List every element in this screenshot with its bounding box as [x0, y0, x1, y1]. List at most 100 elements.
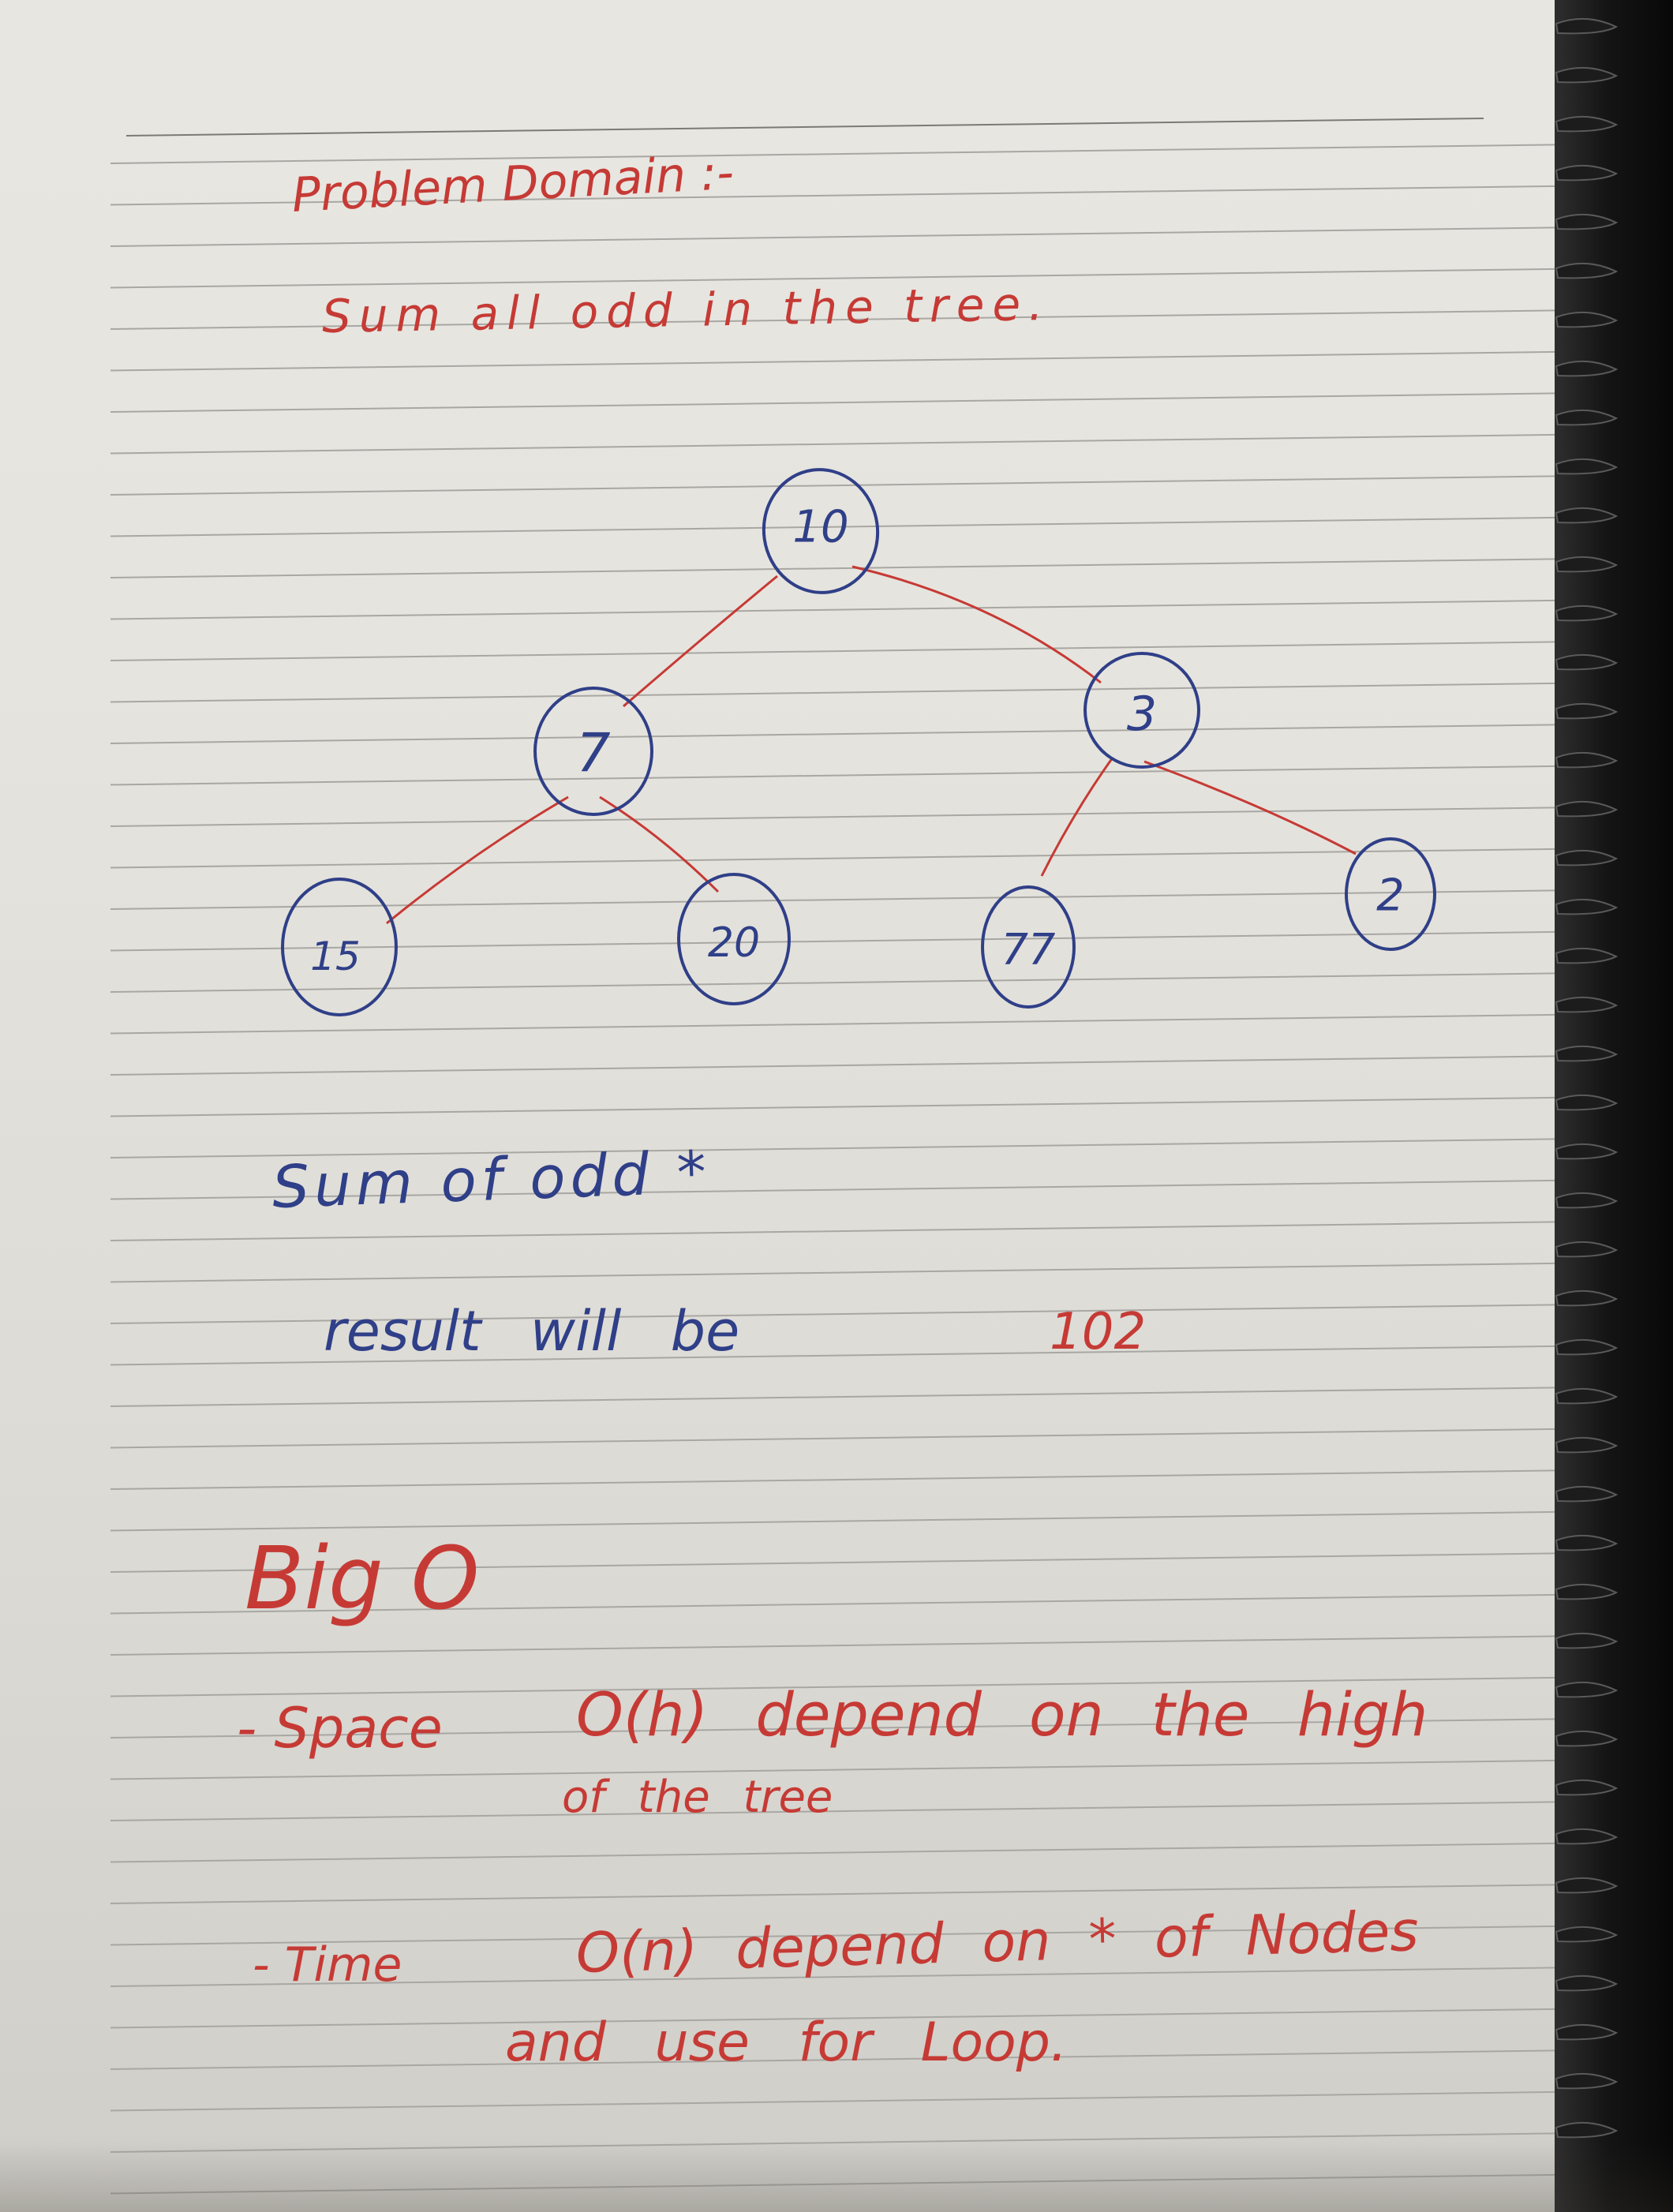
- binding-coil: [1555, 1289, 1619, 1307]
- rule-line: [110, 1593, 1579, 1615]
- rule-line: [110, 1304, 1579, 1324]
- binding-coil: [1555, 1338, 1619, 1356]
- binding-coil: [1555, 751, 1619, 769]
- rule-line: [110, 433, 1579, 455]
- rule-line: [110, 1428, 1579, 1449]
- binding-coil: [1555, 1485, 1619, 1503]
- rule-line: [110, 475, 1579, 496]
- edge-root-left: [623, 575, 778, 708]
- sum-of-odd-heading: Sum of odd *: [271, 1138, 713, 1222]
- space-continuation: of the tree: [562, 1772, 833, 1823]
- rule-line: [110, 1676, 1579, 1697]
- binding-coil: [1555, 1926, 1619, 1943]
- rule-line: [110, 350, 1579, 372]
- binding-coil: [1555, 702, 1619, 720]
- binding-coil: [1555, 1192, 1619, 1209]
- rule-line: [110, 1759, 1579, 1780]
- tree-node-right-right: 2: [1345, 837, 1436, 951]
- result-value: 102: [1050, 1303, 1147, 1361]
- binding-coil: [1555, 1534, 1619, 1551]
- tree-node-left-right: 20: [677, 873, 791, 1005]
- rule-line: [110, 1262, 1579, 1283]
- rule-line: [110, 1884, 1579, 1904]
- binding-coil: [1555, 2121, 1619, 2139]
- edge-left-leftright: [599, 795, 720, 893]
- rule-line: [110, 1138, 1579, 1158]
- tree-node-left-left-label: 15: [310, 934, 361, 979]
- tree-node-root: 10: [762, 468, 880, 594]
- rule-line: [110, 682, 1579, 703]
- rule-line: [110, 848, 1579, 869]
- rule-line: [110, 807, 1579, 827]
- tree-nodes: 10 7 3 15 20 77: [281, 468, 1436, 1016]
- rule-line: [110, 1387, 1579, 1407]
- rule-line: [110, 268, 1579, 289]
- edge-left-leftleft: [386, 795, 569, 925]
- binding-coil: [1555, 115, 1619, 133]
- binding-coil: [1555, 17, 1619, 35]
- binding-coil: [1555, 1828, 1619, 1845]
- rule-line: [110, 1221, 1579, 1241]
- space-complexity: O(h) depend on the high: [576, 1679, 1428, 1750]
- rule-line: [110, 392, 1579, 413]
- rule-line: [110, 309, 1579, 330]
- binding-coil: [1555, 1583, 1619, 1600]
- binding-coil: [1555, 1045, 1619, 1062]
- binding-coil: [1555, 311, 1619, 328]
- tree-node-left-left: 15: [281, 878, 398, 1016]
- rule-line: [110, 2090, 1579, 2112]
- binding-coil: [1555, 1387, 1619, 1405]
- rule-line: [110, 1510, 1579, 1532]
- result-label: result will be: [324, 1299, 740, 1364]
- binding-coil: [1555, 262, 1619, 279]
- binding-coil: [1555, 66, 1619, 84]
- binding-coil: [1555, 556, 1619, 573]
- binding-coil: [1555, 1974, 1619, 1992]
- rule-line: [110, 185, 1579, 206]
- rule-line: [110, 1967, 1579, 1987]
- rule-line: [110, 930, 1579, 952]
- edge-right-rightright: [1143, 760, 1357, 855]
- rule-line: [110, 724, 1579, 744]
- tree-edges: [386, 565, 1357, 925]
- rule-line: [110, 1718, 1579, 1739]
- rule-line: [110, 1469, 1579, 1490]
- binding-coil: [1555, 2023, 1619, 2041]
- rule-line: [110, 1096, 1579, 1117]
- rule-line: [110, 226, 1579, 247]
- tree-node-right-left: 77: [981, 885, 1076, 1009]
- binding-coil: [1555, 213, 1619, 230]
- rule-line: [110, 1552, 1579, 1573]
- tree-node-left: 7: [533, 687, 653, 816]
- binding-coil: [1555, 849, 1619, 866]
- rule-line: [110, 2132, 1579, 2153]
- rule-line: [110, 144, 1579, 164]
- rule-line: [110, 972, 1579, 993]
- tree-node-right-left-label: 77: [1001, 925, 1056, 975]
- tree-node-left-right-label: 20: [708, 919, 760, 967]
- rule-line: [110, 1345, 1579, 1366]
- time-continuation: and use for Loop.: [505, 2012, 1068, 2074]
- binding-coil: [1555, 800, 1619, 818]
- binding-coil: [1555, 1779, 1619, 1796]
- tree-node-left-label: 7: [576, 723, 610, 785]
- spiral-binding: [1555, 0, 1673, 2212]
- binding-coils: [1555, 17, 1619, 2139]
- space-label: - Space: [237, 1696, 443, 1761]
- binding-coil: [1555, 653, 1619, 671]
- binding-coil: [1555, 1143, 1619, 1160]
- rule-line: [110, 599, 1579, 620]
- rule-line: [110, 1635, 1579, 1656]
- tree-node-root-label: 10: [792, 502, 848, 553]
- binding-coil: [1555, 1877, 1619, 1894]
- page-bottom-shadow: [0, 2141, 1673, 2212]
- rule-line: [110, 641, 1579, 661]
- binding-coil: [1555, 1241, 1619, 1258]
- tree-node-right-label: 3: [1127, 687, 1157, 742]
- binding-coil: [1555, 604, 1619, 622]
- binding-coil: [1555, 898, 1619, 915]
- big-o-title: Big O: [245, 1528, 480, 1629]
- rule-line: [110, 1925, 1579, 1946]
